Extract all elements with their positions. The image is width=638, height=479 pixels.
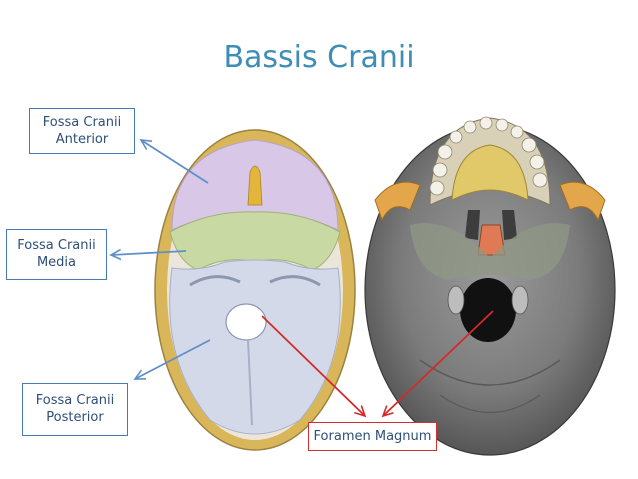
arrow-fossa-anterior — [141, 140, 209, 184]
label-fossa-posterior: Fossa Cranii Posterior — [22, 383, 128, 436]
cranial-base-external-illustration — [364, 116, 616, 456]
foramen-magnum-left — [225, 303, 267, 341]
cranial-base-internal-illustration — [154, 129, 356, 451]
fossa-posterior-region — [169, 259, 341, 435]
label-fossa-anterior: Fossa Cranii Anterior — [29, 108, 135, 154]
arrow-foramen-magnum-right — [383, 310, 494, 416]
arrow-foramen-magnum-left — [261, 315, 365, 416]
zygomatic-arch-left — [374, 181, 421, 222]
arrow-fossa-posterior — [135, 339, 211, 379]
arrow-fossa-media — [111, 251, 187, 255]
hard-palate — [451, 144, 529, 201]
zygomatic-arch-right — [559, 181, 606, 222]
label-fossa-media: Fossa Cranii Media — [6, 229, 107, 280]
crista-galli — [247, 165, 263, 206]
foramen-magnum-right — [460, 278, 516, 342]
label-foramen-magnum: Foramen Magnum — [308, 422, 437, 451]
slide-title: Bassis Cranii — [223, 40, 415, 75]
